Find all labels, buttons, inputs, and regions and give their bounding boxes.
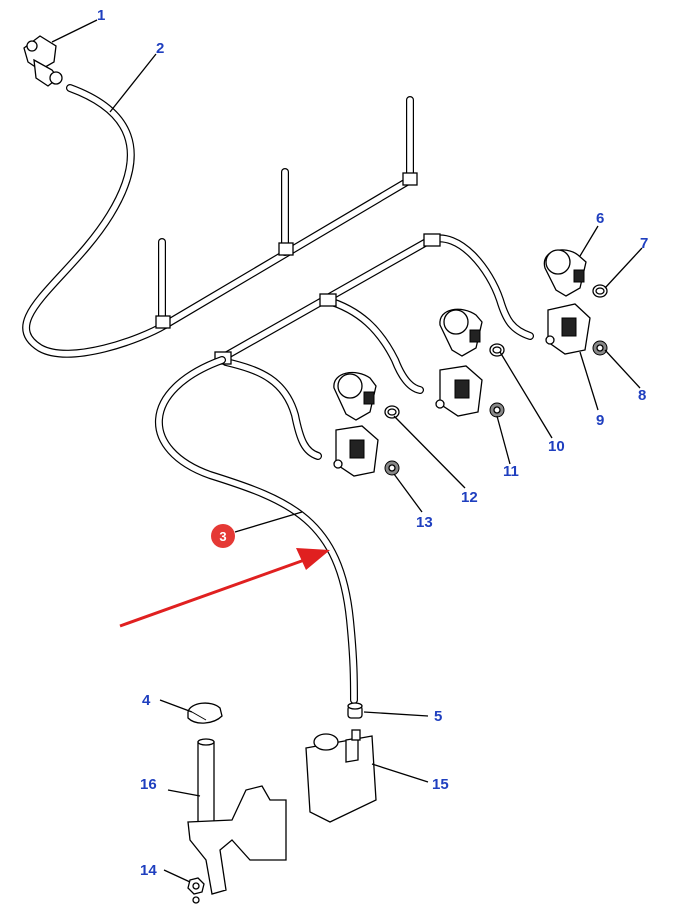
washer-part-13 (384, 460, 400, 476)
hose-part-3 (154, 356, 358, 704)
callout-13-label: 13 (416, 514, 433, 531)
callout-2-label: 2 (156, 40, 164, 57)
washer-part-11 (489, 402, 505, 418)
callout-labels: 1 2 4 5 6 7 8 9 10 11 12 13 14 15 16 (97, 7, 648, 879)
leader-lines (51, 19, 643, 883)
hose-part-2 (22, 84, 169, 358)
nozzle-upper-middle (439, 308, 483, 357)
callout-8-label: 8 (638, 387, 646, 404)
callout-9-label: 9 (596, 412, 604, 429)
callout-5-label: 5 (434, 708, 442, 725)
callout-3-label: 3 (219, 529, 226, 544)
nozzle-lower-middle (435, 365, 483, 417)
red-pointer-arrow (119, 548, 330, 628)
highlight-badge-3: 3 (211, 511, 303, 548)
connector-part-5 (347, 702, 363, 719)
lower-manifold-pipe (214, 233, 534, 460)
o-ring-part-12 (384, 405, 400, 419)
reservoir-part-15 (305, 729, 377, 823)
o-ring-part-7 (592, 284, 608, 298)
o-ring-part-10 (489, 343, 505, 357)
nozzle-lower-left (333, 425, 379, 477)
callout-6-label: 6 (596, 210, 604, 227)
clamp-part-4 (187, 702, 223, 724)
bracket-part-16 (187, 738, 287, 895)
upper-manifold-pipe (155, 96, 418, 329)
callout-1-label: 1 (97, 7, 105, 24)
callout-14-label: 14 (140, 862, 157, 879)
nozzle-part-9 (545, 303, 591, 355)
elbow-fitting-part-1 (23, 35, 63, 87)
callout-11-label: 11 (503, 463, 519, 480)
nozzle-upper-left (333, 371, 377, 421)
washer-part-8 (592, 340, 608, 356)
callout-16-label: 16 (140, 776, 157, 793)
callout-10-label: 10 (548, 438, 565, 455)
nozzle-part-6 (543, 249, 587, 297)
nut-part-14 (187, 877, 205, 904)
callout-15-label: 15 (432, 776, 449, 793)
callout-7-label: 7 (640, 235, 648, 252)
callout-4-label: 4 (142, 692, 151, 709)
callout-12-label: 12 (461, 489, 478, 506)
